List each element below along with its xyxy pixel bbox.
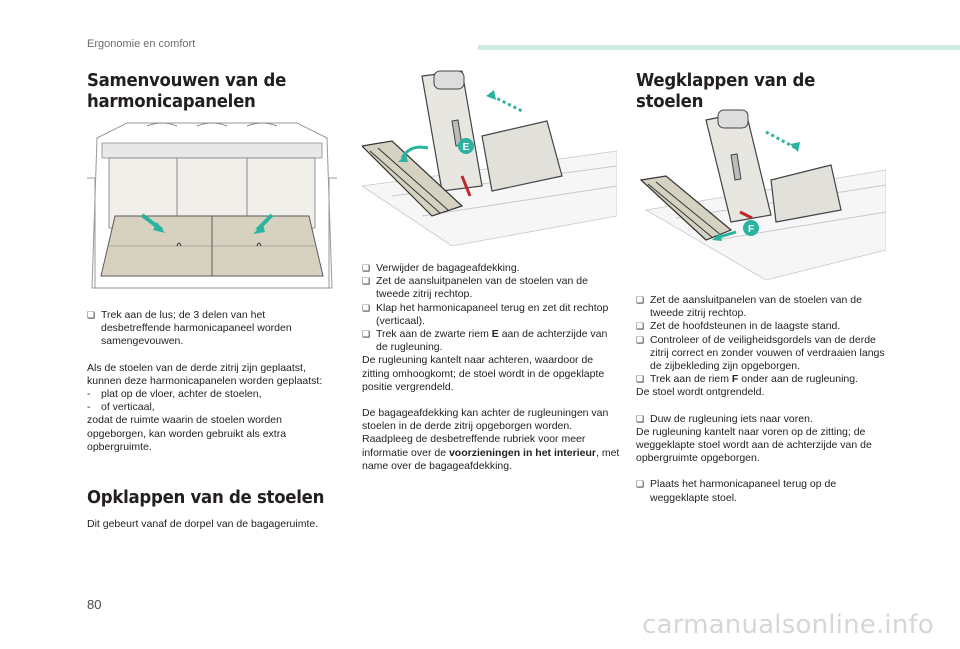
title-opklappen: Opklappen van de stoelen	[87, 487, 325, 508]
check-box-icon: ❑	[636, 374, 645, 385]
opklappen-text: Dit gebeurt vanaf de dorpel van de bagag…	[87, 518, 319, 530]
list-item: ❑Zet de aansluitpanelen van de stoelen v…	[636, 294, 862, 320]
check-box-icon: ❑	[362, 276, 371, 287]
list-item: ❑Zet de hoofdsteunen in de laagste stand…	[636, 320, 841, 333]
trunk-illustration	[87, 118, 337, 298]
list-item: ❑Trek aan de zwarte riem E aan de achter…	[362, 328, 608, 354]
list-item: ❑Controleer of de veiligheidsgordels van…	[636, 333, 885, 373]
check-box-icon: ❑	[636, 295, 645, 305]
check-box-icon: ❑	[636, 334, 645, 345]
check-box-icon: ❑	[362, 263, 371, 273]
list-item: ❑Verwijder de bagageafdekking.	[362, 262, 520, 274]
check-box-icon: ❑	[636, 413, 645, 424]
section-label: Ergonomie en comfort	[87, 38, 196, 50]
seat-fold-illustration-e: E	[362, 70, 617, 246]
watermark: carmanualsonline.info	[642, 610, 934, 640]
list-item: ❑Zet de aansluitpanelen van de stoelen v…	[362, 275, 588, 301]
header-bar	[478, 45, 960, 50]
fig-label-e: E	[463, 142, 470, 153]
list-item: ❑Duw de rugleuning iets naar voren.	[636, 412, 813, 425]
title-wegklappen: Wegklappen van de stoelen	[636, 70, 816, 112]
list-item: ❑Plaats het harmonicapaneel terug op de …	[636, 478, 837, 504]
left-column: ❑ Trek aan de lus; de 3 delen van het de…	[87, 309, 332, 454]
check-box-icon: ❑	[636, 321, 645, 332]
list-item: -of verticaal,	[87, 401, 155, 414]
fig-label-f: F	[748, 224, 754, 235]
check-box-icon: ❑	[87, 310, 96, 320]
check-box-icon: ❑	[636, 479, 645, 490]
list-item: ❑Trek aan de riem F onder aan de rugleun…	[636, 373, 859, 386]
title-harmonica: Samenvouwen van de harmonicapanelen	[87, 70, 287, 112]
right-column: ❑Zet de aansluitpanelen van de stoelen v…	[636, 294, 896, 505]
check-box-icon: ❑	[362, 329, 371, 340]
middle-column: ❑Verwijder de bagageafdekking. ❑Zet de a…	[362, 262, 620, 472]
list-item: ❑Klap het harmonicapaneel terug en zet d…	[362, 301, 609, 327]
check-box-icon: ❑	[362, 302, 371, 313]
page-number: 80	[87, 597, 102, 612]
list-item: ❑ Trek aan de lus; de 3 delen van het de…	[87, 309, 292, 348]
list-item: -plat op de vloer, achter de stoelen,	[87, 388, 262, 401]
seat-fold-illustration-f: F	[639, 109, 886, 281]
